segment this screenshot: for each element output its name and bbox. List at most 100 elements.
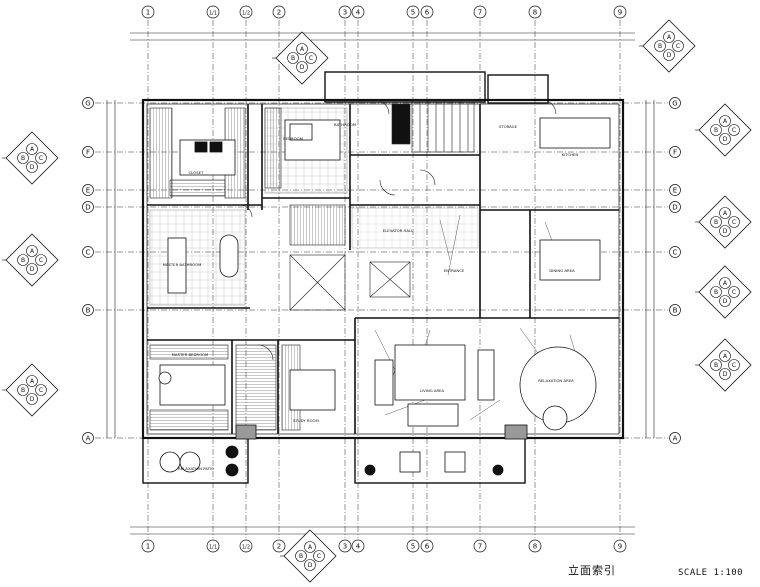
svg-text:7: 7 xyxy=(478,543,482,551)
index-letter: C xyxy=(39,155,43,162)
index-letter: C xyxy=(732,127,736,134)
elevation-index-marker: AB CD xyxy=(639,19,696,73)
room-label-bedroom: BEDROOM xyxy=(283,136,303,141)
room-label-entrance: ENTRANCE xyxy=(444,268,465,273)
svg-text:1/2: 1/2 xyxy=(242,11,250,17)
index-letter: A xyxy=(300,46,305,53)
svg-text:B: B xyxy=(673,307,678,315)
svg-text:2: 2 xyxy=(277,543,281,551)
svg-text:A: A xyxy=(86,435,91,443)
index-letter: C xyxy=(676,43,680,50)
grid-column-bubble: 2 xyxy=(272,5,286,19)
index-letter: A xyxy=(723,280,728,287)
grid-row-bubble: F xyxy=(82,146,94,158)
grid-column-bubble: 9 xyxy=(613,5,627,19)
svg-text:8: 8 xyxy=(533,543,537,551)
grid-column-bubble: 1/2 xyxy=(239,5,253,19)
svg-text:1: 1 xyxy=(146,9,150,17)
grid-column-bubble: 1/1 xyxy=(206,539,220,553)
index-letter: B xyxy=(299,553,303,560)
room-label-master-bedroom: MASTER BEDROOM xyxy=(172,352,209,357)
stair-core xyxy=(289,99,475,311)
svg-text:C: C xyxy=(673,249,678,257)
grid-row-bubble: A xyxy=(82,432,94,444)
index-letter: B xyxy=(21,387,25,394)
grid-column-bubble: 1 xyxy=(141,5,155,19)
grid-row-bubble: G xyxy=(82,97,94,109)
svg-text:1/1: 1/1 xyxy=(209,545,217,551)
grid-column-bubble: 9 xyxy=(613,539,627,553)
grid-column-bubble: 8 xyxy=(528,5,542,19)
index-letter: C xyxy=(317,553,321,560)
svg-text:4: 4 xyxy=(356,543,361,551)
grid-row-bubble: B xyxy=(669,304,681,316)
door-swings xyxy=(239,99,557,361)
grid-row-bubble: E xyxy=(82,184,94,196)
svg-text:3: 3 xyxy=(343,543,347,551)
grid-row-bubble: A xyxy=(669,432,681,444)
grid-column-bubble: 4 xyxy=(351,5,365,19)
index-letter: A xyxy=(667,34,672,41)
grid-column-bubble: 4 xyxy=(351,539,365,553)
index-letter: B xyxy=(714,127,718,134)
index-letter: D xyxy=(723,371,728,378)
index-letter: B xyxy=(658,43,662,50)
svg-text:2: 2 xyxy=(277,9,281,17)
interior-walls xyxy=(147,104,619,434)
room-label-kitchen: KITCHEN xyxy=(562,152,579,157)
grid-row-bubble: C xyxy=(82,246,94,258)
index-letter: D xyxy=(30,164,35,171)
svg-text:A: A xyxy=(673,435,678,443)
room-label-master-bathroom: MASTER BATHROOM xyxy=(163,262,202,267)
index-letter: D xyxy=(723,298,728,305)
svg-text:E: E xyxy=(673,187,677,195)
index-letter: A xyxy=(30,248,35,255)
grid-column-bubble: 3 xyxy=(338,539,352,553)
grid-row-bubble: G xyxy=(669,97,681,109)
drawing-scale: SCALE 1:100 xyxy=(678,568,744,578)
grid-row-bubble: D xyxy=(669,201,681,213)
svg-text:G: G xyxy=(85,100,90,108)
index-letter: C xyxy=(732,219,736,226)
index-letter: B xyxy=(714,219,718,226)
grid-row-bubble: C xyxy=(669,246,681,258)
index-letter: A xyxy=(723,210,728,217)
index-letter: B xyxy=(714,362,718,369)
room-label-living-area: LIVING AREA xyxy=(420,388,445,393)
grid-row-bubble: E xyxy=(669,184,681,196)
grid-column-bubble: 1 xyxy=(141,539,155,553)
grid-column-bubble: 2 xyxy=(272,539,286,553)
index-letter: B xyxy=(291,55,295,62)
svg-text:4: 4 xyxy=(356,9,361,17)
svg-text:6: 6 xyxy=(425,9,430,17)
index-letter: C xyxy=(732,362,736,369)
svg-text:1/2: 1/2 xyxy=(242,545,250,551)
grid-row-bubble: F xyxy=(669,146,681,158)
room-label-study-room: STUDY ROOM xyxy=(293,418,319,423)
grid-column-bubble: 5 xyxy=(406,5,420,19)
svg-text:B: B xyxy=(86,307,91,315)
svg-text:C: C xyxy=(86,249,91,257)
svg-text:8: 8 xyxy=(533,9,537,17)
grid-column-bubble: 8 xyxy=(528,539,542,553)
index-letter: D xyxy=(723,136,728,143)
room-label-storage: STORAGE xyxy=(499,124,518,129)
room-label-relaxation-patio: RELAXATION PATIO xyxy=(178,466,214,471)
drawing-title: 立面索引 xyxy=(568,564,616,577)
index-letter: A xyxy=(30,378,35,385)
index-letter: A xyxy=(308,544,313,551)
svg-text:D: D xyxy=(672,204,677,212)
index-letter: C xyxy=(39,257,43,264)
svg-text:D: D xyxy=(85,204,90,212)
svg-text:5: 5 xyxy=(411,9,415,17)
exterior-walls xyxy=(141,71,625,484)
index-letter: D xyxy=(667,52,672,59)
